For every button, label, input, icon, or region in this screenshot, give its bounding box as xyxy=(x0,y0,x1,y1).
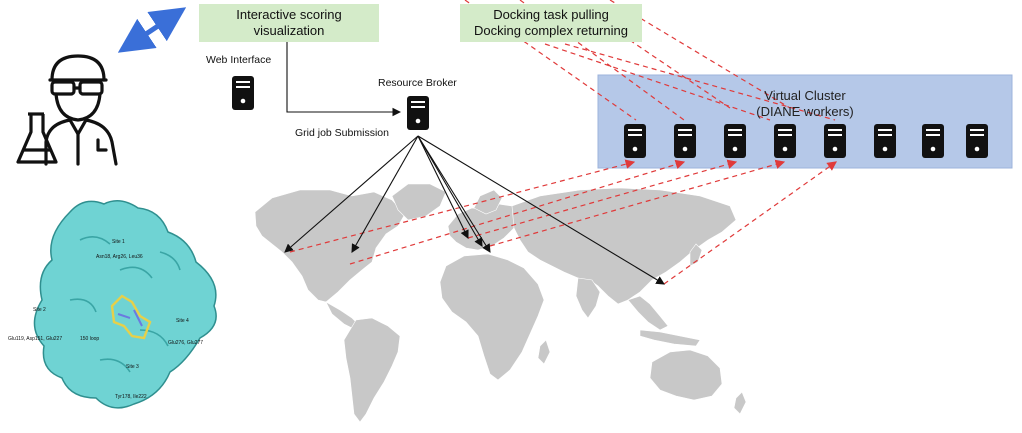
protein-label-res-left: Glu119, Asp151, Glu227 xyxy=(8,336,63,342)
server-icon xyxy=(724,124,746,158)
pull-line-5 xyxy=(599,19,731,109)
server-icon xyxy=(874,124,896,158)
grid-submission-arrows xyxy=(284,135,665,285)
protein-label-res-center: 150 loop xyxy=(80,336,100,342)
scandinavia xyxy=(473,189,503,215)
cluster-title-line2: (DIANE workers) xyxy=(756,104,854,119)
docking-box-line1: Docking task pulling xyxy=(493,7,609,22)
resource-broker-label: Resource Broker xyxy=(378,77,457,89)
protein-label-site3: Site 3 xyxy=(126,364,139,370)
submit-line-3 xyxy=(417,135,469,239)
protein-label-site1: Site 1 xyxy=(112,239,125,245)
africa xyxy=(439,253,545,381)
complex-returning-arrows xyxy=(289,159,837,285)
server-icon xyxy=(824,124,846,158)
pull-line-6 xyxy=(609,0,791,109)
protein-structure xyxy=(33,200,217,409)
task-pulling-arrows xyxy=(464,0,836,121)
server-icon xyxy=(624,124,646,158)
pull-line-1 xyxy=(464,0,637,121)
scoring-visualization-box: Interactive scoring visualization xyxy=(199,4,379,42)
greenland xyxy=(391,183,447,221)
return-line-4 xyxy=(489,159,786,247)
japan xyxy=(689,243,703,267)
web-interface-label: Web Interface xyxy=(206,54,272,66)
submit-line-1 xyxy=(284,135,419,253)
flask-icon xyxy=(16,112,58,164)
indonesia xyxy=(639,329,701,347)
protein-label-res-top: Asn18, Arg26, Leu36 xyxy=(96,254,143,260)
new-zealand xyxy=(733,391,747,415)
grid-submission-label: Grid job Submission xyxy=(295,127,389,139)
return-line-3 xyxy=(467,159,738,239)
pull-line-4 xyxy=(564,43,836,121)
scoring-box-line2: visualization xyxy=(253,23,325,38)
australia xyxy=(649,349,723,401)
ligand xyxy=(110,294,152,340)
asia xyxy=(511,187,737,305)
protein-label-site2: Site 2 xyxy=(33,307,46,313)
cluster-title: Virtual Cluster (DIANE workers) xyxy=(598,88,1012,120)
server-icon xyxy=(966,124,988,158)
india xyxy=(575,277,601,319)
server-icon xyxy=(922,124,944,158)
south-america xyxy=(343,317,401,423)
madagascar xyxy=(537,339,551,365)
north-america xyxy=(254,189,406,303)
cluster-title-line1: Virtual Cluster xyxy=(764,88,846,103)
submit-line-2 xyxy=(351,135,419,253)
southeast-asia xyxy=(627,295,669,331)
submit-line-4 xyxy=(417,135,483,247)
interface-to-broker-connector xyxy=(286,42,402,117)
return-line-2 xyxy=(349,159,686,265)
submit-line-6 xyxy=(417,135,665,285)
protein-label-res-right: Glu276, Glu277 xyxy=(168,340,204,346)
scoring-box-line1: Interactive scoring xyxy=(236,7,342,22)
pull-line-3 xyxy=(544,43,771,121)
resource-broker-server-icon xyxy=(407,96,429,130)
server-icon xyxy=(774,124,796,158)
docking-box-line2: Docking complex returning xyxy=(474,23,628,38)
protein-label-site4: Site 4 xyxy=(176,318,189,324)
docking-task-box: Docking task pulling Docking complex ret… xyxy=(460,4,642,42)
double-arrow-icon xyxy=(117,7,187,53)
server-icon xyxy=(674,124,696,158)
submit-line-5 xyxy=(417,135,491,253)
protein-label-res-bottom: Tyr178, Ile222 xyxy=(115,394,147,400)
return-line-5 xyxy=(663,161,837,285)
pull-line-2 xyxy=(519,0,685,121)
world-map xyxy=(254,183,747,423)
web-interface-server-icon xyxy=(232,76,254,110)
scientist-icon xyxy=(44,54,118,166)
